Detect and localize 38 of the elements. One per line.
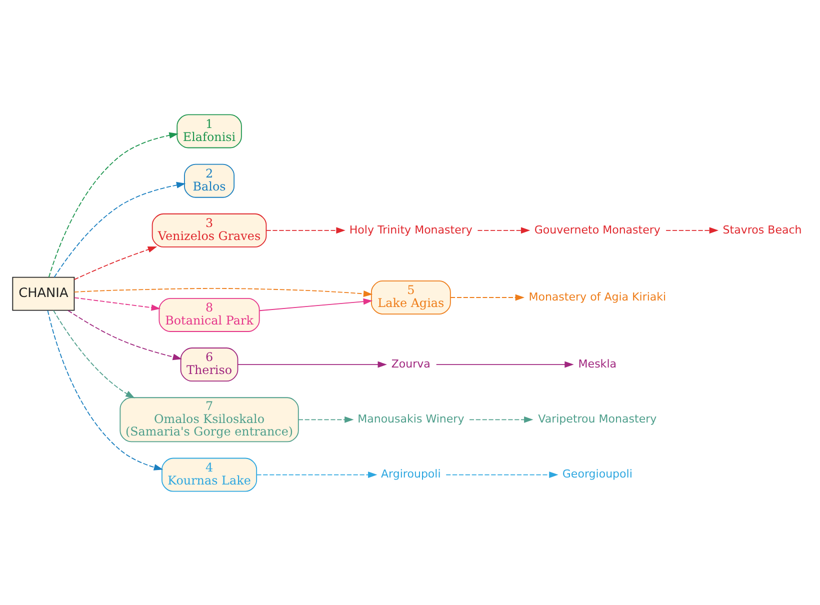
arrow (74, 296, 161, 310)
arrow (53, 309, 135, 398)
node-box: 1 Elafonisi (176, 114, 242, 148)
node-text: Monastery of Agia Kiriaki (528, 290, 666, 303)
arrow (256, 471, 378, 478)
arrow (259, 298, 373, 311)
node-box: 3 Venizelos Graves (152, 212, 267, 247)
node-text: Gouverneto Monastery (534, 222, 660, 236)
arrow (48, 132, 178, 278)
node-box: 2 Balos (184, 163, 235, 198)
arrow (54, 181, 186, 278)
node-box: CHANIA (12, 276, 75, 310)
arrow (298, 416, 354, 422)
node-text: Stavros Beach (722, 222, 802, 236)
node-text: Manousakis Winery (358, 412, 464, 426)
node-text: Argiroupoli (381, 467, 441, 480)
node-text: Zourva (391, 356, 430, 370)
node-box: 5 Lake Agias (370, 280, 451, 314)
node-box: 8 Botanical Park (158, 297, 260, 332)
arrow (450, 294, 525, 300)
arrow (436, 360, 574, 368)
arrow (266, 226, 346, 234)
arrow (446, 471, 558, 478)
arrow (238, 360, 387, 368)
node-box: 4 Kournas Lake (162, 457, 258, 492)
node-box: 6 Theriso (180, 347, 238, 382)
arrow (469, 416, 534, 422)
arrow (74, 287, 373, 296)
node-text: Meskla (578, 356, 617, 370)
arrow (666, 226, 718, 234)
arrow (47, 310, 164, 470)
node-text: Holy Trinity Monastery (349, 222, 472, 236)
arrow (74, 246, 158, 280)
arrow (477, 226, 530, 234)
node-text: Varipetrou Monastery (538, 412, 657, 426)
node-text: Georgioupoli (562, 467, 632, 480)
node-box: 7 Omalos Ksiloskalo (Samaria's Gorge entrance) (120, 396, 299, 442)
arrow (68, 310, 182, 360)
